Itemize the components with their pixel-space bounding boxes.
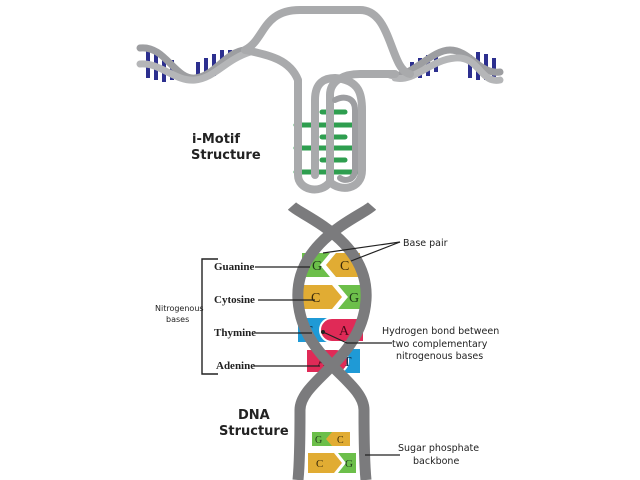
base-letter: C [311, 291, 320, 306]
base-letter: G [315, 435, 322, 446]
group-label-line2: bases [166, 315, 189, 324]
imotif-title-line1: i-Motif [192, 132, 240, 147]
label-guanine: Guanine [214, 261, 254, 273]
base-letter: G [345, 458, 353, 470]
base-letter: C [316, 458, 323, 470]
dna-title-line1: DNA [238, 408, 270, 423]
base-letter: C [337, 435, 344, 446]
label-cytosine: Cytosine [214, 294, 255, 306]
annotation-hbond-line2: two complementary [392, 339, 488, 350]
dna-structure: G C C G T A A T [219, 201, 377, 480]
annotation-base-pair: Base pair [403, 238, 448, 249]
bracket [201, 258, 218, 375]
base-pair-cg-2: C G [298, 285, 364, 309]
group-label-line1: Nitrogenous [155, 304, 204, 313]
imotif-strand [241, 6, 414, 194]
label-adenine: Adenine [216, 360, 255, 372]
sugar-phosphate-backbone [287, 201, 377, 480]
label-thymine: Thymine [214, 327, 256, 339]
annotation-backbone-line1: Sugar phosphate [398, 443, 479, 454]
base-letter: C [340, 259, 349, 274]
annotations: Base pair Hydrogen bond between two comp… [321, 238, 499, 467]
base-pair-gc-5: G C [312, 432, 350, 446]
annotation-hbond-line3: nitrogenous bases [396, 351, 483, 362]
base-letter: G [349, 291, 359, 306]
base-letter: T [343, 355, 352, 370]
base-letter: G [312, 259, 322, 274]
dna-title-line2: Structure [219, 424, 289, 439]
left-double-helix [136, 44, 254, 84]
imotif-title-line2: Structure [191, 148, 261, 163]
base-labels: Nitrogenous bases Guanine Cytosine Thymi… [155, 258, 320, 375]
annotation-backbone-line2: backbone [413, 456, 459, 467]
imotif-structure: i-Motif Structure [136, 6, 504, 194]
base-letter: A [339, 324, 350, 339]
annotation-hbond-line1: Hydrogen bond between [382, 326, 499, 337]
base-pair-cg-6: C G [308, 453, 356, 473]
